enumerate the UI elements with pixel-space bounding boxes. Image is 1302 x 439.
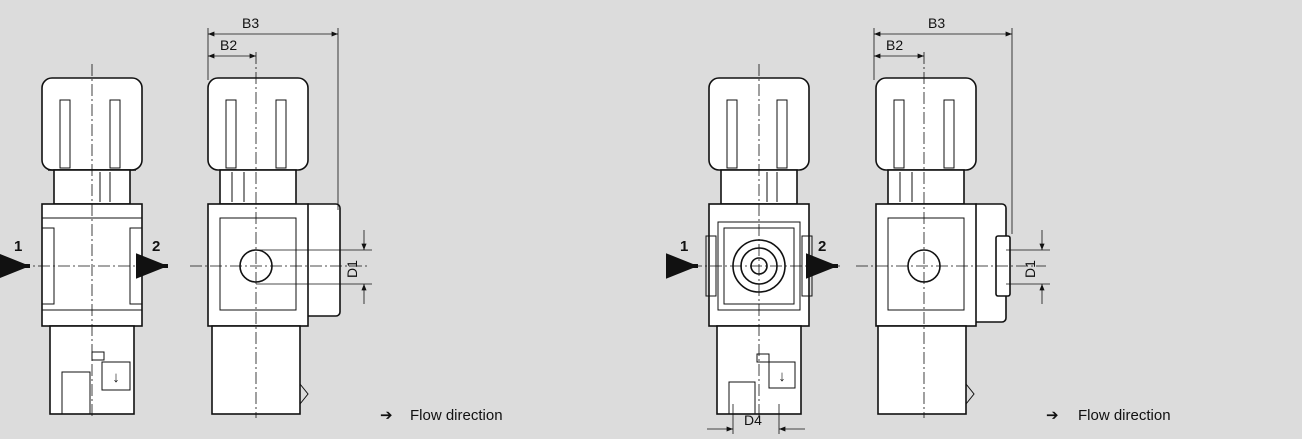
body-recess: [887, 217, 965, 311]
right-arrow-icon: ➔: [380, 407, 393, 424]
right-arrow-icon: ➔: [1046, 407, 1059, 424]
legend-text: Flow direction: [410, 407, 503, 424]
legend-1: ➔ Flow direction: [380, 407, 503, 424]
side-view-1: B3 B2 D1: [190, 15, 372, 418]
bowl: [877, 325, 967, 415]
bowl-latch: [299, 383, 309, 405]
drain-box: [768, 361, 796, 389]
dimension-d4-label: D4: [744, 412, 762, 428]
gauge-block: [303, 203, 341, 317]
drain-arrow-icon: ↓: [778, 368, 786, 385]
front-view-1: ↓ 1 2: [0, 64, 168, 418]
knob-groove: [109, 99, 121, 169]
knob-groove: [943, 99, 955, 169]
body-recess: [219, 217, 297, 311]
bowl-window: [61, 371, 91, 415]
drain-box: [101, 361, 131, 391]
knob-groove: [726, 99, 738, 169]
adjusting-knob: [207, 77, 309, 171]
drain-arrow-icon: ↓: [112, 369, 120, 386]
dimension-b3-label: B3: [242, 15, 259, 31]
bowl-window: [728, 381, 756, 415]
port-label-in: 1: [14, 238, 22, 255]
port-label-in: 1: [680, 238, 688, 255]
side-view-2: B3 B2 D1: [856, 15, 1050, 418]
dimension-d1-label: D1: [344, 260, 360, 278]
front-view-2: ↓ 1 2 D4: [666, 64, 840, 434]
figure-1: ↓ 1 2: [0, 15, 503, 424]
drain-tab: [756, 353, 770, 363]
dimension-b2-label: B2: [886, 37, 903, 53]
neck: [219, 169, 297, 205]
port-label-out: 2: [818, 238, 826, 255]
bowl-latch: [965, 383, 975, 405]
knob-groove: [893, 99, 905, 169]
knob-groove: [225, 99, 237, 169]
adjusting-knob: [875, 77, 977, 171]
knob-groove: [275, 99, 287, 169]
neck: [887, 169, 965, 205]
knob-groove: [59, 99, 71, 169]
figure-2: ↓ 1 2 D4: [666, 15, 1171, 434]
dimension-d1-label: D1: [1022, 260, 1038, 278]
knob-groove: [776, 99, 788, 169]
dimension-b2-label: B2: [220, 37, 237, 53]
dimension-b3-label: B3: [928, 15, 945, 31]
legend-text: Flow direction: [1078, 407, 1171, 424]
port-label-out: 2: [152, 238, 160, 255]
legend-2: ➔ Flow direction: [1046, 407, 1171, 424]
